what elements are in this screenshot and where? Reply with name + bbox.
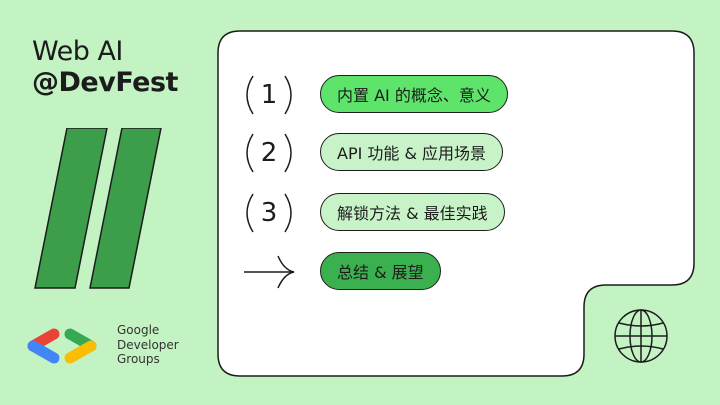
number-badge-3: 3 xyxy=(240,191,298,235)
agenda-item-3: 3 解锁方法 & 最佳实践 xyxy=(240,191,505,235)
agenda-label: API 功能 & 应用场景 xyxy=(337,144,487,163)
double-slash-graphic xyxy=(34,128,162,289)
gdg-line-2: Developer xyxy=(117,337,179,352)
gdg-wordmark: Google Developer Groups xyxy=(117,323,179,367)
arrow-right-icon xyxy=(240,250,298,294)
number-badge-2: 2 xyxy=(240,131,298,175)
agenda-pill-3: 解锁方法 & 最佳实践 xyxy=(320,193,505,231)
brand-title: Web AI @DevFest xyxy=(32,36,178,98)
agenda-pill-1: 内置 AI 的概念、意义 xyxy=(320,75,508,113)
agenda-label: 解锁方法 & 最佳实践 xyxy=(337,204,488,223)
agenda-label: 总结 & 展望 xyxy=(337,263,424,282)
globe-icon xyxy=(614,309,668,363)
agenda-item-4: 总结 & 展望 xyxy=(240,250,441,294)
number-label: 3 xyxy=(260,198,278,228)
agenda-item-2: 2 API 功能 & 应用场景 xyxy=(240,131,504,175)
brand-line-1: Web AI xyxy=(32,36,123,67)
number-label: 2 xyxy=(260,138,278,168)
agenda-pill-4: 总结 & 展望 xyxy=(320,252,441,290)
gdg-line-3: Groups xyxy=(117,352,160,366)
agenda-label: 内置 AI 的概念、意义 xyxy=(337,86,491,105)
agenda-item-1: 1 内置 AI 的概念、意义 xyxy=(240,73,508,117)
google-developer-groups-logo xyxy=(27,328,97,364)
brand-line-2: @DevFest xyxy=(32,67,178,98)
number-label: 1 xyxy=(260,80,278,110)
number-badge-1: 1 xyxy=(240,73,298,117)
gdg-line-1: Google xyxy=(117,323,160,337)
agenda-pill-2: API 功能 & 应用场景 xyxy=(320,133,504,171)
